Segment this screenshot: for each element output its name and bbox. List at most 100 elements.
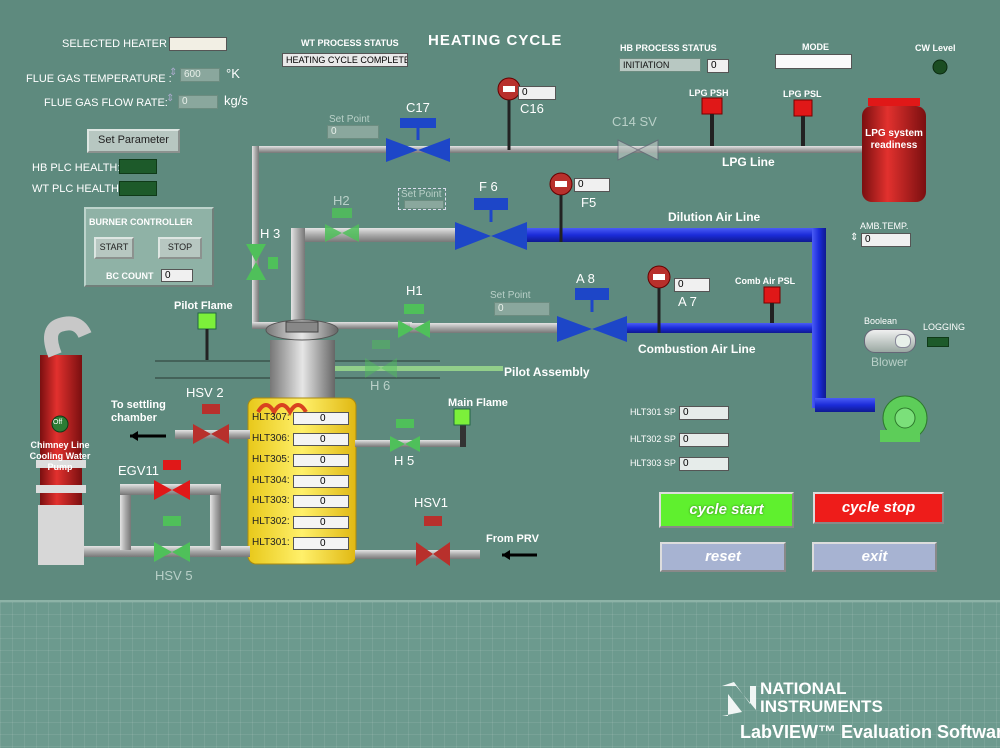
hlt302-sp-label: HLT302 SP bbox=[630, 434, 676, 444]
lpg-vertical-pipe bbox=[252, 146, 259, 326]
flow-rate-unit: kg/s bbox=[224, 93, 248, 108]
hlt303-field: 0 bbox=[293, 495, 349, 508]
wt-plc-health-label: WT PLC HEALTH: bbox=[32, 183, 123, 195]
lpg-system-readiness-label: LPG system readiness bbox=[865, 128, 923, 151]
selected-heater-label: SELECTED HEATER : bbox=[62, 38, 174, 50]
valve-h6-icon bbox=[365, 340, 397, 378]
flue-gas-temperature-field[interactable]: 600 bbox=[180, 68, 220, 82]
air-riser-pipe bbox=[812, 228, 826, 408]
valve-f6-label: F 6 bbox=[479, 179, 498, 194]
mode-field bbox=[775, 54, 852, 69]
combustion-air-line-label: Combustion Air Line bbox=[638, 342, 756, 356]
valve-h1-label: H1 bbox=[406, 283, 423, 298]
combustion-grey-pipe bbox=[410, 323, 570, 333]
burner-stop-button[interactable]: STOP bbox=[158, 237, 202, 259]
reset-button[interactable]: reset bbox=[660, 542, 786, 572]
comb-air-psl-label: Comb Air PSL bbox=[735, 276, 796, 286]
hlt301-sp-field[interactable]: 0 bbox=[679, 406, 729, 420]
set-parameter-button[interactable]: Set Parameter bbox=[87, 129, 180, 153]
cycle-start-button[interactable]: cycle start bbox=[659, 492, 794, 528]
valve-f6-icon bbox=[455, 198, 527, 250]
valve-egv11-label: EGV11 bbox=[118, 463, 159, 478]
logging-label: LOGGING bbox=[923, 322, 966, 332]
main-flame-indicator-icon bbox=[453, 408, 471, 426]
valve-h5-icon bbox=[390, 419, 420, 452]
a8-set-point-field[interactable]: 0 bbox=[494, 302, 550, 316]
flue-gas-flow-rate-field[interactable]: 0 bbox=[178, 95, 218, 109]
hb-plc-health-label: HB PLC HEALTH: bbox=[32, 162, 121, 174]
lpg-psl-label: LPG PSL bbox=[783, 89, 822, 99]
hlt306-field: 0 bbox=[293, 433, 349, 446]
hlt303-sp-field[interactable]: 0 bbox=[679, 457, 729, 471]
lpg-pipe bbox=[255, 146, 865, 153]
valve-h3-icon bbox=[246, 244, 278, 280]
selected-heater-field[interactable] bbox=[169, 37, 227, 51]
valve-a8-label: A 8 bbox=[576, 271, 595, 286]
f6-set-point-field[interactable] bbox=[404, 200, 444, 209]
valve-h5-label: H 5 bbox=[394, 453, 415, 468]
wt-plc-health-led bbox=[119, 181, 157, 196]
dilution-grey-pipe bbox=[295, 228, 465, 242]
valve-c17-label: C17 bbox=[406, 100, 430, 115]
wt-process-status-field: HEATING CYCLE COMPLETE bbox=[282, 53, 408, 67]
c16-value-field: 0 bbox=[518, 86, 556, 100]
amb-temp-stepper-icon[interactable]: ⇕ bbox=[850, 232, 859, 243]
page-title: HEATING CYCLE bbox=[428, 32, 563, 49]
lpg-line-label: LPG Line bbox=[722, 155, 775, 169]
hlt301-label: HLT301: bbox=[252, 537, 290, 548]
valve-hsv5-icon bbox=[154, 516, 190, 562]
hlt302-field: 0 bbox=[293, 516, 349, 529]
hlt303-sp-label: HLT303 SP bbox=[630, 458, 676, 468]
lpg-tank-icon bbox=[862, 98, 926, 202]
transmitter-c16-label: C16 bbox=[520, 101, 544, 116]
f5-value-field: 0 bbox=[574, 178, 610, 192]
c17-set-point-field[interactable]: 0 bbox=[327, 125, 379, 139]
hlt301-sp-label: HLT301 SP bbox=[630, 407, 676, 417]
combustion-air-pipe bbox=[620, 323, 812, 333]
blower-icon bbox=[880, 395, 928, 442]
f6-set-point-selection[interactable]: Set Point bbox=[398, 188, 446, 210]
bc-count-label: BC COUNT bbox=[106, 271, 154, 281]
valve-h6-label: H 6 bbox=[370, 378, 391, 393]
valve-hsv1-label: HSV1 bbox=[414, 495, 448, 510]
amb-temp-field[interactable]: 0 bbox=[861, 233, 911, 247]
hb-process-status-number: 0 bbox=[707, 59, 729, 73]
mode-label: MODE bbox=[802, 42, 829, 52]
burner-controller-panel: BURNER CONTROLLER START STOP BC COUNT 0 bbox=[84, 207, 214, 287]
blower-toggle[interactable] bbox=[864, 329, 916, 353]
main-flame-label: Main Flame bbox=[448, 397, 508, 409]
c17-set-point-label: Set Point bbox=[329, 114, 370, 125]
transmitter-f5-icon bbox=[549, 172, 573, 242]
hlt301-field: 0 bbox=[293, 537, 349, 550]
hlt305-label: HLT305: bbox=[252, 454, 290, 465]
labview-evaluation-label: LabVIEW™ Evaluation Software bbox=[740, 722, 1000, 742]
exit-button[interactable]: exit bbox=[812, 542, 937, 572]
valve-hsv5-label: HSV 5 bbox=[155, 568, 193, 583]
hb-process-status-field: INITIATION bbox=[619, 58, 701, 72]
valve-a8-icon bbox=[557, 288, 627, 342]
flue-gas-flow-rate-label: FLUE GAS FLOW RATE: bbox=[44, 97, 168, 109]
chimney-pump-led-text: Off bbox=[53, 419, 63, 426]
cycle-stop-button[interactable]: cycle stop bbox=[813, 492, 944, 524]
hlt304-field: 0 bbox=[293, 475, 349, 488]
transmitter-c16-icon bbox=[497, 77, 521, 150]
flow-rate-stepper-icon[interactable]: ⇕ bbox=[166, 93, 175, 104]
cw-level-label: CW Level bbox=[915, 43, 956, 53]
burner-controller-title: BURNER CONTROLLER bbox=[89, 217, 193, 227]
hb-process-status-label: HB PROCESS STATUS bbox=[620, 43, 717, 53]
comb-air-psl-switch-icon bbox=[763, 286, 781, 323]
burner-start-button[interactable]: START bbox=[94, 237, 134, 259]
to-settling-chamber-label: To settling chamber bbox=[111, 399, 166, 424]
bc-count-field[interactable]: 0 bbox=[161, 269, 193, 282]
amb-temp-label: AMB.TEMP. bbox=[860, 221, 909, 231]
valve-h3-label: H 3 bbox=[260, 226, 281, 241]
a8-set-point-label: Set Point bbox=[490, 290, 531, 301]
valve-c17-icon bbox=[386, 118, 450, 162]
hlt302-sp-field[interactable]: 0 bbox=[679, 433, 729, 447]
temperature-stepper-icon[interactable]: ⇕ bbox=[169, 67, 178, 78]
valve-h2-icon bbox=[325, 208, 359, 242]
flue-gas-temperature-label: FLUE GAS TEMPERATURE : bbox=[26, 73, 172, 85]
pilot-assembly-label: Pilot Assembly bbox=[504, 365, 590, 379]
transmitter-a7-icon bbox=[647, 265, 671, 333]
hlt307-field: 0 bbox=[293, 412, 349, 425]
